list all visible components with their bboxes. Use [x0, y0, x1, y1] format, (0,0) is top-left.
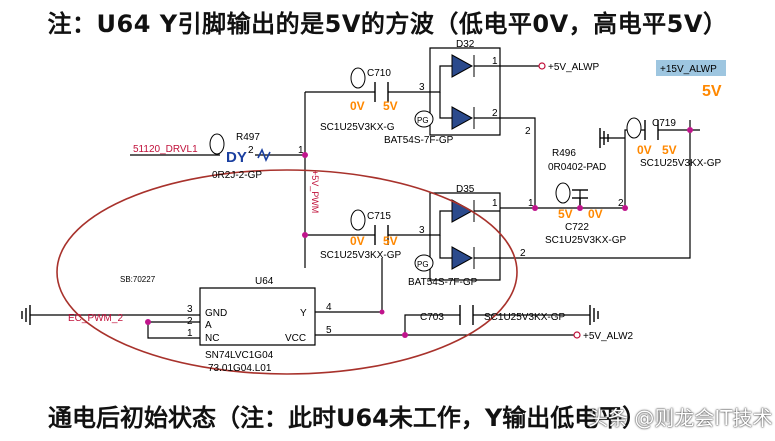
c710-part: SC1U25V3KX-G	[320, 122, 395, 133]
c722-part: SC1U25V3KX-GP	[545, 235, 626, 246]
sb-note: SB:70227	[120, 275, 156, 284]
d32-upper-diode	[451, 54, 474, 78]
r497-pin1: 1	[298, 145, 304, 156]
u64-part2: 73.01G04.L01	[208, 363, 272, 374]
net-15v-voltage: 5V	[702, 83, 722, 100]
c703-label: C703	[420, 312, 444, 323]
u64-body	[199, 287, 316, 346]
diode-internal-wires	[430, 65, 500, 259]
d35-lower-diode	[451, 246, 474, 270]
c719-voltage-right: 5V	[662, 143, 677, 157]
r496-pin1: 1	[528, 198, 534, 209]
figure-caption: 通电后初始状态（注：此时U64未工作，Y输出低电平）	[48, 404, 647, 432]
d32-pin2-ext: 2	[525, 126, 531, 137]
r496-part: 0R0402-PAD	[548, 162, 606, 173]
net-15v-alwp: +15V_ALWP	[660, 64, 717, 75]
u64-label: U64	[255, 276, 274, 287]
d35-pin2: 2	[520, 248, 526, 259]
wire-d35-pin2	[500, 120, 691, 259]
wire-u64-nc	[147, 322, 200, 339]
wire-u64-vcc	[315, 314, 460, 336]
net-15v-highlight	[656, 60, 726, 76]
watermark: 头条 @则龙会IT技术	[588, 406, 773, 430]
r497-resistor	[257, 148, 271, 162]
c710-label: C710	[367, 68, 391, 79]
d32-label: D32	[456, 39, 475, 50]
pg-mark-d35: PG	[417, 260, 429, 269]
pg-mark-d32: PG	[417, 116, 429, 125]
net-5v-alwp: +5V_ALWP	[548, 62, 600, 73]
c710-voltage-right: 5V	[383, 99, 398, 113]
pin-gnd: GND	[205, 308, 227, 319]
c719-label: C719	[652, 118, 676, 129]
d32-lower-diode	[451, 106, 474, 130]
net-drvl1: 51120_DRVL1	[133, 144, 198, 155]
c719-voltage-left: 0V	[637, 143, 652, 157]
d35-body	[429, 192, 501, 281]
net-5v-alw2: +5V_ALW2	[583, 331, 634, 342]
highlight-ellipse	[56, 169, 518, 375]
wire-r496-c719	[624, 129, 645, 208]
r496-label: R496	[552, 148, 576, 159]
dy-mark: DY	[226, 149, 247, 166]
labels: D32 D35 C710 C715 C719 C722 C703 R497 R4…	[68, 39, 722, 374]
net-5v-pwm: +5V_PWM	[310, 170, 320, 213]
d32-pin1: 1	[492, 56, 498, 67]
pin-nc: NC	[205, 333, 219, 344]
junction-dots	[145, 127, 693, 338]
c715-voltage-right: 5V	[383, 234, 398, 248]
d32-body	[429, 47, 501, 136]
wire-d32-pin2	[500, 117, 536, 208]
u64-part: SN74LVC1G04	[205, 350, 274, 361]
u64-pin5: 5	[326, 325, 332, 336]
d32-pin2: 2	[492, 108, 498, 119]
pin-vcc: VCC	[285, 333, 306, 344]
d32-part: BAT54S-7F-GP	[384, 135, 454, 146]
net-terminals	[538, 62, 581, 339]
d35-part: BAT54S-7F-GP	[408, 277, 478, 288]
d35-pin3: 3	[419, 225, 425, 236]
c722-voltage-right: 0V	[588, 207, 603, 221]
r496-pin2: 2	[618, 198, 624, 209]
u64-pin4: 4	[326, 302, 332, 313]
d32-pin3: 3	[419, 82, 425, 93]
figure-title: 注：U64 Y引脚输出的是5V的方波（低电平0V，高电平5V）	[47, 10, 728, 38]
r497-part: 0R2J-2-GP	[212, 170, 262, 181]
pg-badges	[209, 67, 642, 272]
r497-pin2: 2	[248, 145, 254, 156]
c722-voltage-left: 5V	[558, 207, 573, 221]
d35-upper-diode	[451, 199, 474, 223]
u64-pin3: 3	[187, 304, 193, 315]
capacitor-plates	[374, 82, 659, 325]
c715-part: SC1U25V3KX-GP	[320, 250, 401, 261]
d35-pin1: 1	[492, 198, 498, 209]
pin-y: Y	[300, 308, 307, 319]
c710-voltage-left: 0V	[350, 99, 365, 113]
c719-part: SC1U25V3KX-GP	[640, 158, 721, 169]
d35-label: D35	[456, 184, 475, 195]
pin-a: A	[205, 320, 212, 331]
c715-label: C715	[367, 211, 391, 222]
ground-symbols	[21, 128, 609, 325]
r497-label: R497	[236, 132, 260, 143]
diode-symbols	[451, 54, 475, 270]
c722-label: C722	[565, 222, 589, 233]
u64-pin1: 1	[187, 328, 193, 339]
net-ec-pwm: EC_PWM_2	[68, 313, 123, 324]
u64-pin2: 2	[187, 316, 193, 327]
c703-part: SC1U25V3KX-GP	[484, 312, 565, 323]
c715-voltage-left: 0V	[350, 234, 365, 248]
